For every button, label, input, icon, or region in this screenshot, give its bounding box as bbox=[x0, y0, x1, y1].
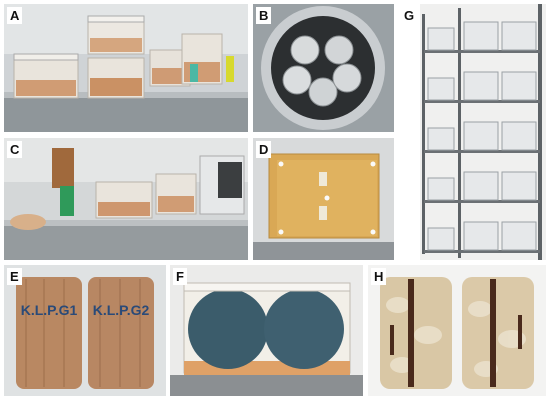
panel-h-photo: H bbox=[368, 265, 546, 396]
panel-label: H bbox=[371, 268, 387, 285]
storage-box bbox=[13, 53, 79, 99]
wood-sample-left bbox=[16, 277, 82, 389]
decayed-sample-right bbox=[462, 277, 534, 389]
panel-b-image bbox=[253, 4, 394, 132]
foil-wrapped-sample bbox=[282, 35, 362, 107]
shelf-frame bbox=[422, 4, 542, 260]
panel-g-image bbox=[398, 4, 546, 260]
panel-label: G bbox=[401, 7, 418, 24]
storage-box bbox=[87, 15, 145, 55]
panel-label: B bbox=[256, 7, 272, 24]
panel-label: D bbox=[256, 141, 272, 158]
panel-d-photo: D bbox=[253, 138, 394, 260]
wood-sample-right bbox=[88, 277, 154, 389]
fungal-disc bbox=[188, 289, 268, 369]
panel-label: A bbox=[7, 7, 23, 24]
panel-e-image: K.L.P.G1 K.L.P.G2 bbox=[4, 265, 166, 396]
sample-label-left: K.L.P.G1 bbox=[21, 302, 78, 318]
panel-g-photo: G bbox=[398, 4, 546, 260]
panel-a-image bbox=[4, 4, 248, 132]
storage-box bbox=[181, 33, 223, 85]
panel-h-image bbox=[368, 265, 546, 396]
wood-sample bbox=[52, 148, 74, 188]
fungal-disc bbox=[264, 289, 344, 369]
panel-b-photo: B bbox=[253, 4, 394, 132]
panel-a-photo: A bbox=[4, 4, 248, 132]
panel-label: C bbox=[7, 141, 23, 158]
panel-e-photo: K.L.P.G1 K.L.P.G2 E bbox=[4, 265, 166, 396]
panel-c-image bbox=[4, 138, 248, 260]
panel-c-photo: C bbox=[4, 138, 248, 260]
panel-f-photo: F bbox=[170, 265, 363, 396]
panel-f-image bbox=[170, 265, 363, 396]
panel-d-image bbox=[253, 138, 394, 260]
sample-label-right: K.L.P.G2 bbox=[93, 302, 150, 318]
storage-box bbox=[87, 57, 145, 99]
panel-label: F bbox=[173, 268, 187, 285]
sample-marker bbox=[278, 161, 376, 235]
panel-label: E bbox=[7, 268, 22, 285]
shelf-row bbox=[424, 50, 540, 253]
